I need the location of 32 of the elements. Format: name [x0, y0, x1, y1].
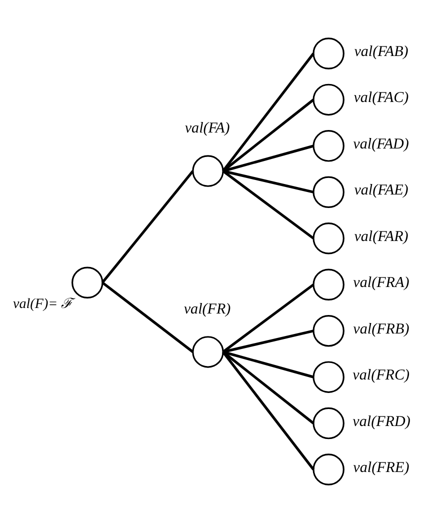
- node-label: val(FRA): [352, 274, 409, 291]
- node-circle: [312, 453, 344, 485]
- node-label: val(FAR): [354, 228, 408, 244]
- connector: [101, 281, 194, 352]
- node-label: val(FRE): [352, 460, 409, 476]
- node-circle: [312, 314, 344, 346]
- node-circle: [312, 176, 344, 208]
- node-label: val(FRC): [352, 367, 410, 384]
- node-label: val(FRD): [352, 413, 410, 430]
- connector: [100, 170, 194, 283]
- node-circle: [312, 406, 344, 439]
- connector: [222, 283, 314, 352]
- connector: [222, 170, 314, 239]
- node-circle: [312, 360, 344, 392]
- node-label: val(F)= ℱ: [12, 295, 73, 312]
- node-circle: [71, 266, 103, 298]
- node-label: val(FAB): [354, 43, 408, 60]
- node-circle: [312, 268, 344, 300]
- node-circle: [312, 130, 344, 162]
- connector: [222, 52, 314, 172]
- connector: [222, 350, 314, 470]
- node-label: val(FRB): [352, 320, 409, 337]
- node-circle: [312, 83, 344, 116]
- node-label: val(FR): [183, 300, 230, 317]
- node-label: val(FAE): [354, 182, 408, 198]
- node-circle: [192, 154, 224, 186]
- node-label: val(FAC): [353, 90, 408, 106]
- node-circle: [192, 336, 224, 368]
- node-label: val(FA): [184, 120, 230, 136]
- node-circle: [312, 222, 344, 254]
- node-label: val(FAD): [352, 136, 408, 152]
- node-circle: [312, 37, 344, 69]
